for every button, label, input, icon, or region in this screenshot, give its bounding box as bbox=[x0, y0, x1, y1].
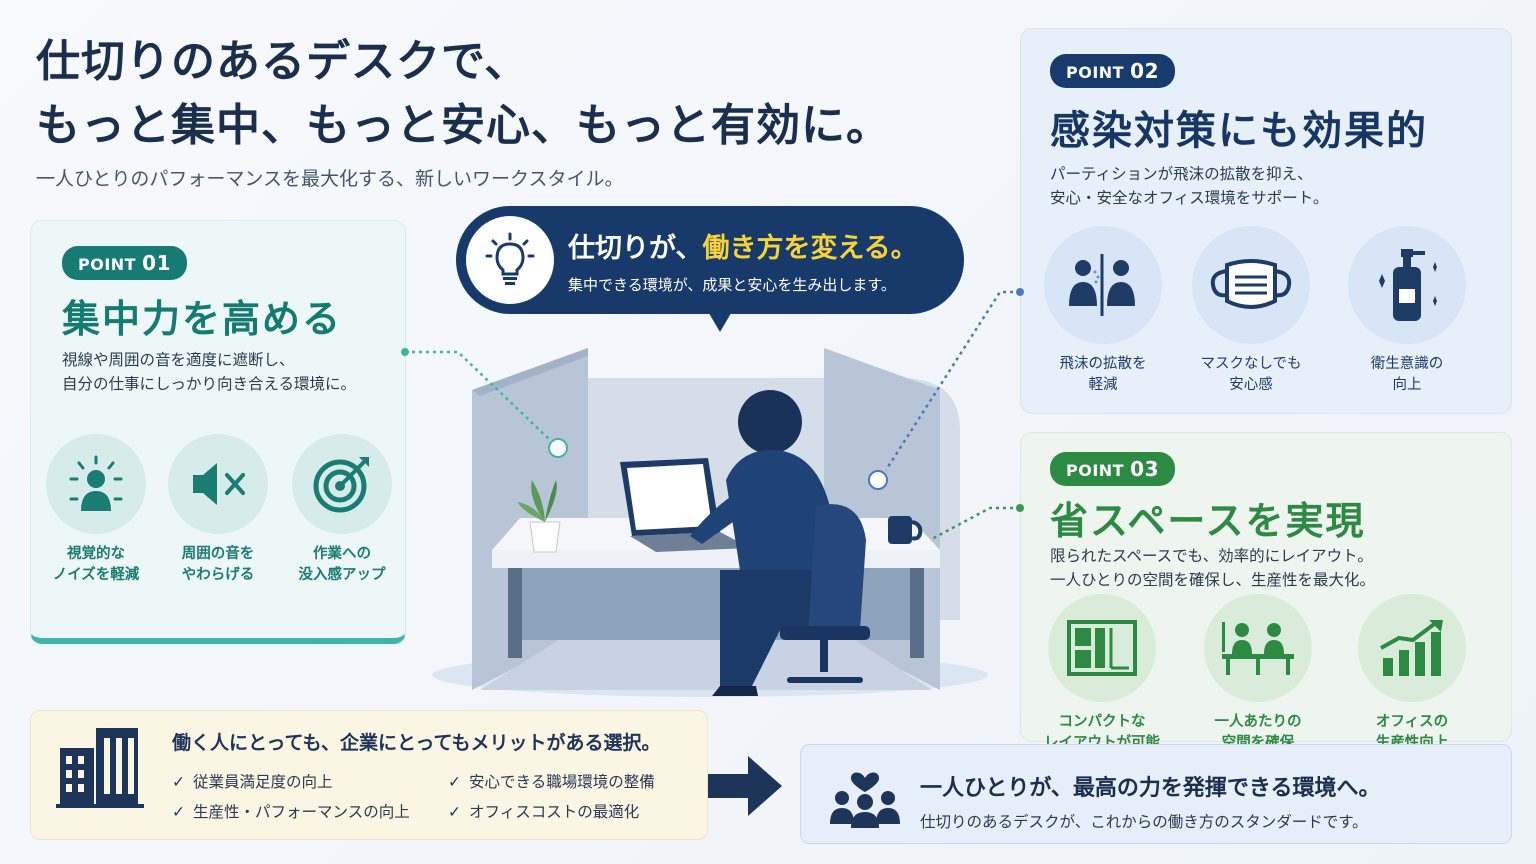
goal-title: 一人ひとりが、最高の力を発揮できる環境へ。 bbox=[920, 776, 1381, 801]
goal-subtext: 仕切りのあるデスクが、これからの働き方のスタンダードです。 bbox=[920, 813, 1368, 831]
point-02-item-hygiene: 衛生意識の 向上 bbox=[1346, 226, 1468, 396]
speaker-mute-icon bbox=[168, 434, 268, 534]
mask-icon bbox=[1192, 226, 1310, 344]
page-title: 仕切りのあるデスクで、 もっと集中、もっと安心、もっと有効に。 bbox=[36, 36, 891, 151]
point-02-description: パーティションが飛沫の拡散を抑え、 安心・安全なオフィス環境をサポート。 bbox=[1050, 165, 1329, 207]
point-01-card bbox=[30, 220, 406, 644]
bubble-subtext: 集中できる環境が、成果と安心を生み出します。 bbox=[568, 276, 896, 294]
merit-check-item: ✓従業員満足度の向上 bbox=[172, 773, 333, 791]
merit-check-item: ✓オフィスコストの最適化 bbox=[448, 803, 640, 821]
team-heart-icon bbox=[826, 762, 904, 834]
point-03-item-productivity: オフィスの 生産性向上 bbox=[1352, 594, 1472, 754]
bubble-headline: 仕切りが、働き方を変える。 bbox=[568, 233, 918, 264]
point-03-item-space: 一人あたりの 空間を確保 bbox=[1196, 594, 1320, 754]
merit-check-item: ✓安心できる職場環境の整備 bbox=[448, 773, 655, 791]
point-03-badge: POINT 03 bbox=[1050, 452, 1175, 486]
desk-people-icon bbox=[1204, 594, 1312, 702]
point-01-title: 集中力を高める bbox=[62, 297, 343, 341]
point-01-description: 視線や周囲の音を適度に遮断し、 自分の仕事にしっかり向き合える環境に。 bbox=[62, 351, 357, 393]
page-subtitle: 一人ひとりのパフォーマンスを最大化する、新しいワークスタイル。 bbox=[36, 168, 624, 190]
person-focus-icon bbox=[46, 434, 146, 534]
layout-icon bbox=[1048, 594, 1156, 702]
growth-chart-icon bbox=[1358, 594, 1466, 702]
point-03-description: 限られたスペースでも、効率的にレイアウト。 一人ひとりの空間を確保し、生産性を最… bbox=[1050, 547, 1376, 589]
point-01-item-visual: 視覚的な ノイズを軽減 bbox=[46, 434, 146, 586]
point-01-item-sound: 周囲の音を やわらげる bbox=[168, 434, 268, 586]
lightbulb-icon bbox=[466, 216, 554, 304]
sanitizer-icon bbox=[1348, 226, 1466, 344]
goal-box bbox=[800, 744, 1512, 844]
partitioned-desk-illustration bbox=[432, 348, 988, 697]
merit-box bbox=[30, 710, 708, 840]
target-icon bbox=[292, 434, 392, 534]
point-02-item-droplet: 飛沫の拡散を 軽減 bbox=[1042, 226, 1164, 396]
point-03-title: 省スペースを実現 bbox=[1050, 499, 1366, 543]
point-01-badge: POINT 01 bbox=[62, 246, 187, 280]
point-02-card bbox=[1020, 28, 1512, 414]
speech-bubble-tail bbox=[706, 308, 734, 332]
point-02-item-mask: マスクなしでも 安心感 bbox=[1190, 226, 1312, 396]
point-01-item-focus: 作業への 没入感アップ bbox=[292, 434, 392, 586]
point-02-title: 感染対策にも効果的 bbox=[1050, 108, 1428, 154]
merit-title: 働く人にとっても、企業にとってもメリットがある選択。 bbox=[172, 732, 661, 754]
arrow-right-icon bbox=[708, 756, 782, 816]
point-02-badge: POINT 02 bbox=[1050, 54, 1175, 88]
building-icon bbox=[56, 724, 146, 812]
merit-check-item: ✓生産性・パフォーマンスの向上 bbox=[172, 803, 410, 821]
partition-people-icon bbox=[1044, 226, 1162, 344]
